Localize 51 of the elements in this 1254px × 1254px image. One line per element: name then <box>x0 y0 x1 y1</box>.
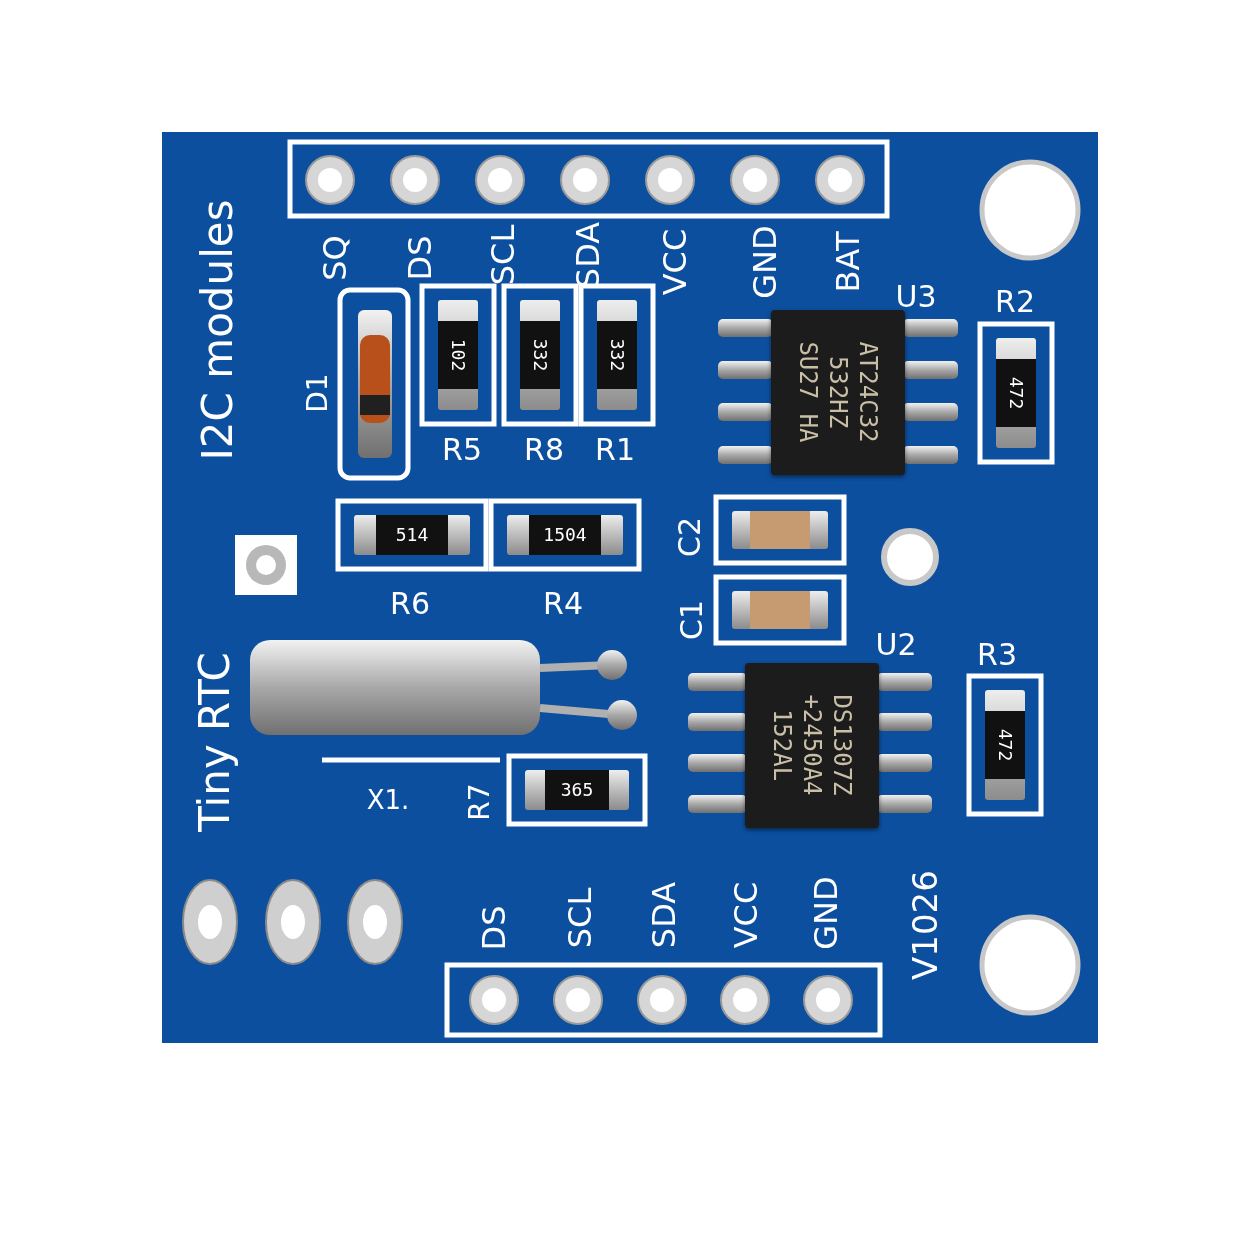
resistor-code: 1504 <box>543 526 587 544</box>
silkscreen-label: R4 <box>543 589 583 619</box>
smd-resistor <box>438 300 478 410</box>
silkscreen-label: SDA <box>648 881 680 949</box>
resistor-code: 365 <box>560 781 594 799</box>
silkscreen-label: R3 <box>977 640 1017 670</box>
silkscreen-label: SCL <box>487 224 519 286</box>
silkscreen-label: R2 <box>995 287 1035 317</box>
silkscreen-label: D1 <box>304 373 332 413</box>
silkscreen-label: GND <box>810 876 842 950</box>
resistor-code: 472 <box>1007 376 1025 410</box>
silkscreen-label: U2 <box>875 630 917 660</box>
silkscreen-label: X1. <box>366 787 410 813</box>
silkscreen-label: R8 <box>524 435 564 465</box>
silkscreen-label: C1 <box>677 600 707 640</box>
silkscreen-label: U3 <box>895 282 937 312</box>
smd-resistor <box>597 300 637 410</box>
silkscreen-label: V1026 <box>908 870 942 980</box>
silkscreen-label: C2 <box>675 517 705 557</box>
silkscreen-label: SCL <box>564 887 596 949</box>
silkscreen-label: BAT <box>832 231 864 293</box>
resistor-code: 332 <box>608 338 626 372</box>
resistor-code: 332 <box>531 338 549 372</box>
silkscreen-label: SQ <box>319 235 351 281</box>
smd-resistor <box>525 770 629 810</box>
resistor-code: 102 <box>449 338 467 372</box>
silkscreen-label: SDA <box>572 221 604 289</box>
smd-capacitor <box>732 511 828 549</box>
smd-resistor <box>520 300 560 410</box>
ic-chip <box>771 309 905 475</box>
silkscreen-label: I2C modules <box>197 199 239 461</box>
silkscreen-label: Tiny RTC <box>194 652 236 832</box>
smd-resistor <box>507 515 623 555</box>
chip-marking: AT24C32 532HZ SU27 HA <box>793 340 883 445</box>
silkscreen-label: R6 <box>390 589 430 619</box>
chip-marking: DS1307Z +2450A4 152AL <box>767 693 857 798</box>
silkscreen-label: R5 <box>442 435 482 465</box>
silkscreen-label: DS <box>478 905 510 951</box>
silkscreen-label: VCC <box>730 881 762 949</box>
resistor-code: 514 <box>395 526 429 544</box>
silkscreen-label: R1 <box>595 435 635 465</box>
smd-capacitor <box>732 591 828 629</box>
smd-resistor <box>996 338 1036 448</box>
silkscreen-label: VCC <box>659 228 691 296</box>
smd-resistor <box>985 690 1025 800</box>
resistor-code: 472 <box>996 728 1014 762</box>
ic-chip <box>745 662 879 828</box>
silkscreen-label: GND <box>749 225 781 299</box>
silkscreen-label: R7 <box>466 783 494 821</box>
silkscreen-label: DS <box>404 235 436 281</box>
smd-resistor <box>354 515 470 555</box>
